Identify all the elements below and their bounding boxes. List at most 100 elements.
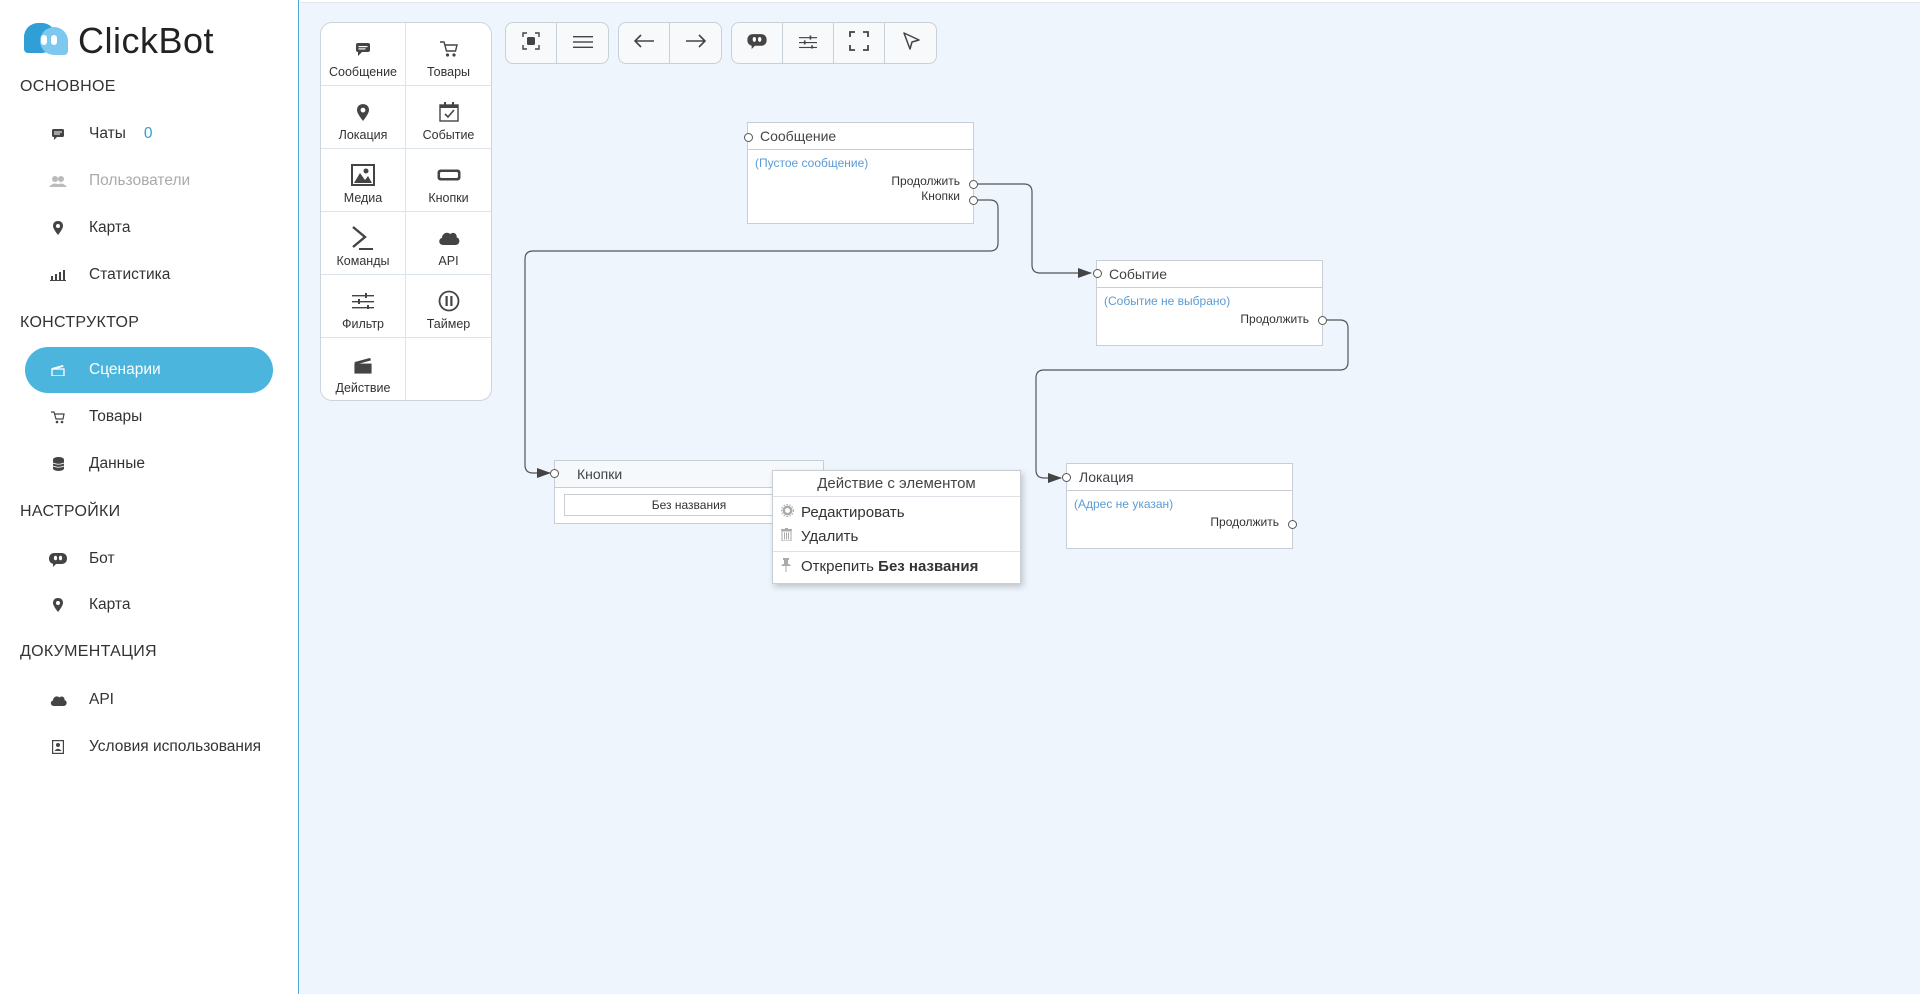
fit-view-icon [522,31,540,55]
button-icon [437,163,461,187]
clapper-icon [353,353,373,377]
sidebar-item-label: Статистика [89,266,171,283]
fullscreen-button[interactable] [834,23,885,63]
palette-empty-cell [406,338,491,400]
palette-message[interactable]: Сообщение [321,23,406,86]
undo-button[interactable] [619,23,670,63]
menu-button[interactable] [557,23,608,63]
context-menu-delete[interactable]: Удалить [773,524,1020,548]
palette-media[interactable]: Медиа [321,149,406,212]
palette-commands[interactable]: Команды [321,212,406,275]
stats-icon [33,269,83,281]
context-menu-edit-label: Редактировать [801,503,905,521]
wire-message-continue-to-event [978,183,1092,278]
palette-event[interactable]: Событие [406,86,491,149]
node-message-buttons-port[interactable] [969,196,978,205]
cloud-icon [438,226,460,250]
database-icon [33,457,83,471]
sidebar-item-label: Данные [89,455,145,472]
element-context-menu: Действие с элементом Редактировать Удали… [772,470,1021,584]
node-message[interactable]: Сообщение (Пустое сообщение) Продолжить … [747,122,974,224]
node-buttons-button-item[interactable]: Без названия [564,494,814,516]
context-menu-edit[interactable]: Редактировать [773,500,1020,524]
block-palette: Сообщение Товары Локация Событие Медиа К… [320,22,492,401]
fit-view-button[interactable] [506,23,557,63]
sidebar-item-products[interactable]: Товары [25,394,273,440]
node-location-subtitle: (Адрес не указан) [1074,497,1174,511]
node-message-title: Сообщение [748,123,973,150]
arrow-left-icon [633,33,655,54]
node-message-input-port[interactable] [744,133,753,142]
context-menu-unpin[interactable]: Открепить Без названия [773,554,1020,578]
map-pin-icon [357,100,369,124]
node-location[interactable]: Локация (Адрес не указан) Продолжить [1066,463,1293,549]
sidebar-item-label: Карта [89,596,131,613]
node-message-output-continue: Продолжить [891,174,960,188]
sidebar-item-bot[interactable]: Бот [25,536,273,582]
toolbar-view-group [505,22,609,64]
clapper-icon [33,364,83,376]
cart-icon [33,410,83,424]
app-logo[interactable]: ClickBot [24,20,214,62]
palette-buttons[interactable]: Кнопки [406,149,491,212]
sidebar-item-stats[interactable]: Статистика [25,252,273,298]
filter-icon [799,33,817,54]
node-event-output-continue: Продолжить [1240,312,1309,326]
toolbar-tools-group [731,22,937,64]
node-message-subtitle: (Пустое сообщение) [755,156,869,170]
context-menu-title: Действие с элементом [773,471,1020,497]
palette-location[interactable]: Локация [321,86,406,149]
sidebar-item-label: Бот [89,550,115,567]
chats-count-badge: 0 [143,125,153,142]
cloud-icon [33,695,83,706]
node-location-continue-port[interactable] [1288,520,1297,529]
clickbot-logo-icon [24,21,70,61]
sidebar-item-data[interactable]: Данные [25,441,273,487]
map-pin-icon [33,221,83,235]
node-message-continue-port[interactable] [969,180,978,189]
node-event-input-port[interactable] [1093,269,1102,278]
pointer-icon [902,31,920,55]
sidebar-item-api[interactable]: API [25,677,273,723]
document-icon [33,740,83,754]
palette-filter[interactable]: Фильтр [321,275,406,338]
image-icon [351,163,375,187]
sidebar-item-label: Карта [89,219,131,236]
calendar-check-icon [438,100,459,124]
palette-action[interactable]: Действие [321,338,406,400]
fullscreen-icon [849,30,869,56]
message-icon [355,37,371,61]
sidebar-item-users[interactable]: Пользователи [25,158,273,204]
chat-icon [33,128,83,140]
filter-button[interactable] [783,23,834,63]
sidebar-item-label: Чаты [89,125,126,142]
palette-api[interactable]: API [406,212,491,275]
context-menu-unpin-label: Открепить [801,557,874,575]
filter-icon [352,289,374,313]
section-title-settings: НАСТРОЙКИ [20,503,121,520]
gear-icon [781,504,797,520]
palette-products[interactable]: Товары [406,23,491,86]
arrow-right-icon [685,33,707,54]
palette-timer[interactable]: Таймер [406,275,491,338]
sidebar-item-label: Условия использования [89,738,262,755]
pointer-button[interactable] [885,23,936,63]
node-event[interactable]: Событие (Событие не выбрано) Продолжить [1096,260,1323,346]
bot-settings-button[interactable] [732,23,783,63]
node-message-output-buttons: Кнопки [921,189,960,203]
cart-icon [439,37,458,61]
sidebar-item-chats[interactable]: Чаты 0 [25,111,273,157]
section-title-main: ОСНОВНОЕ [20,78,116,95]
sidebar-item-scenarios[interactable]: Сценарии [25,347,273,393]
redo-button[interactable] [670,23,721,63]
node-location-output-continue: Продолжить [1210,515,1279,529]
wire-message-buttons-to-buttons [524,199,999,478]
sidebar-item-map[interactable]: Карта [25,205,273,251]
menu-icon [572,33,593,54]
node-event-continue-port[interactable] [1318,316,1327,325]
sidebar-item-terms[interactable]: Условия использования [25,724,273,770]
sidebar-item-map-settings[interactable]: Карта [25,582,273,628]
node-location-input-port[interactable] [1062,473,1071,482]
node-buttons-input-port[interactable] [550,469,559,478]
app-name: ClickBot [78,20,215,61]
